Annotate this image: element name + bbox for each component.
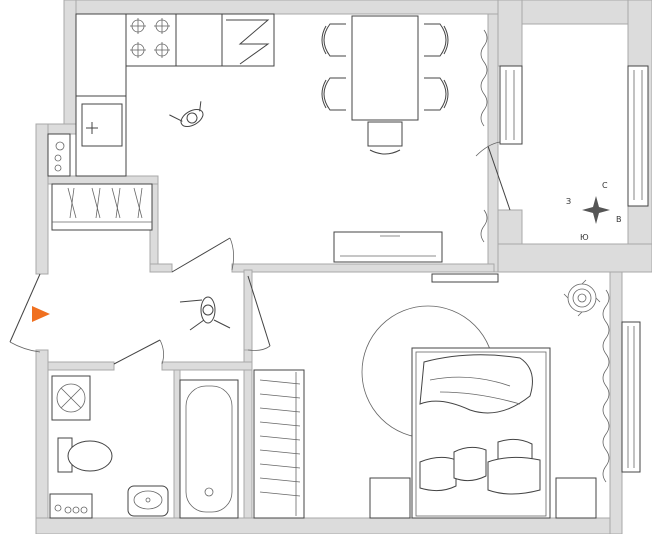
- stove-icon: [125, 13, 177, 67]
- person-hall-icon: [179, 296, 231, 331]
- compass-south: Ю: [580, 233, 589, 242]
- bathtub-icon: [179, 379, 239, 519]
- kitchen-window: [480, 29, 523, 243]
- nightstand-right: [555, 477, 597, 519]
- hall-wardrobe: [51, 183, 153, 231]
- balcony-window: [627, 65, 649, 207]
- compass-west: З: [566, 197, 571, 206]
- walls: [35, 0, 652, 534]
- bedroom-window: [602, 289, 641, 483]
- dining-table: [321, 15, 449, 155]
- bed: [411, 347, 551, 519]
- compass-north: С: [602, 181, 608, 190]
- bedroom-wardrobe: [253, 369, 305, 519]
- compass: С В Ю З: [566, 181, 622, 242]
- doors: [9, 141, 511, 365]
- person-kitchen-icon: [169, 101, 204, 128]
- boiler-panel-icon: [47, 133, 71, 177]
- washing-machine-icon: [51, 375, 91, 421]
- kitchen-sink-icon: [81, 103, 123, 147]
- toilet-icon: [57, 437, 113, 473]
- entrance-marker: [32, 306, 50, 322]
- bathroom-sink-icon: [127, 485, 169, 517]
- plant-icon: [563, 279, 601, 317]
- nightstand-left: [369, 477, 411, 519]
- bath-shelf-icon: [49, 493, 93, 519]
- compass-east: В: [616, 215, 622, 224]
- air-conditioner: [333, 231, 443, 263]
- radiator: [431, 273, 499, 283]
